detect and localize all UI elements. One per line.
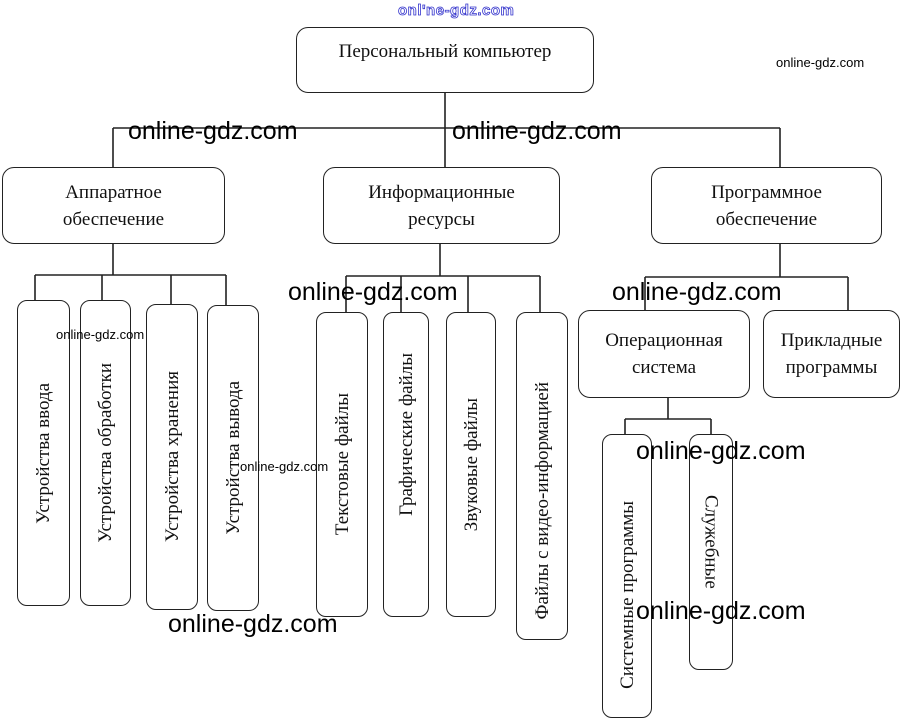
- node-operating-system: Операционная система: [578, 310, 750, 398]
- node-service-programs: Служебные: [689, 434, 733, 670]
- node-processing-devices: Устройства обработки: [80, 300, 131, 606]
- node-label: Текстовые файлы: [331, 393, 353, 536]
- node-label: Операционная: [605, 330, 723, 351]
- node-label: Системные программы: [616, 501, 638, 689]
- node-software: Программное обеспечение: [651, 167, 882, 244]
- watermark: online-gdz.com: [452, 117, 622, 145]
- node-text-files: Текстовые файлы: [316, 312, 368, 617]
- watermark: online-gdz.com: [612, 278, 782, 306]
- node-storage-devices: Устройства хранения: [146, 304, 198, 610]
- watermark: online-gdz.com: [56, 327, 145, 342]
- node-label: программы: [785, 357, 878, 378]
- node-applied-programs: Прикладные программы: [763, 310, 900, 398]
- node-label: Звуковые файлы: [460, 397, 482, 532]
- connector-root: [112, 93, 781, 167]
- watermark: online-gdz.com: [636, 437, 806, 465]
- node-label: обеспечение: [715, 208, 818, 230]
- node-label: ресурсы: [408, 208, 475, 230]
- node-sound-files: Звуковые файлы: [446, 312, 496, 617]
- node-label: Программное: [711, 181, 822, 203]
- connector-info: [345, 244, 541, 312]
- node-information-resources: Информационные ресурсы: [323, 167, 560, 244]
- node-video-files: Файлы с видео-информацией: [516, 312, 568, 640]
- node-hardware: Аппаратное обеспечение: [2, 167, 225, 244]
- node-label: Устройства вывода: [222, 381, 244, 535]
- node-label: Устройства ввода: [33, 382, 54, 524]
- node-output-devices: Устройства вывода: [207, 305, 259, 611]
- connector-hardware: [34, 244, 227, 305]
- node-label: Персональный компьютер: [338, 41, 552, 62]
- watermark: online-gdz.com: [240, 459, 329, 474]
- node-system-programs: Системные программы: [602, 434, 652, 718]
- node-input-devices: Устройства ввода: [17, 300, 70, 606]
- node-label: Устройства хранения: [161, 371, 183, 543]
- connector-os: [624, 398, 712, 434]
- watermark: onl'ne-gdz.com: [398, 2, 515, 20]
- watermark: online-gdz.com: [168, 610, 338, 638]
- node-label: Устройства обработки: [95, 363, 116, 543]
- watermark: online-gdz.com: [288, 278, 458, 306]
- node-label: Информационные: [368, 181, 515, 203]
- watermark: online-gdz.com: [776, 55, 865, 70]
- node-label: Аппаратное: [65, 181, 162, 203]
- node-label: Служебные: [700, 495, 722, 589]
- node-label: Прикладные: [780, 330, 883, 351]
- node-label: Файлы с видео-информацией: [531, 381, 553, 619]
- node-personal-computer: Персональный компьютер: [296, 27, 594, 93]
- node-label: Графические файлы: [395, 353, 417, 516]
- watermark: online-gdz.com: [128, 117, 298, 145]
- connector-software: [644, 244, 849, 310]
- watermark: online-gdz.com: [636, 597, 806, 625]
- node-label: система: [631, 357, 697, 378]
- node-label: обеспечение: [62, 208, 165, 230]
- node-graphic-files: Графические файлы: [383, 312, 429, 617]
